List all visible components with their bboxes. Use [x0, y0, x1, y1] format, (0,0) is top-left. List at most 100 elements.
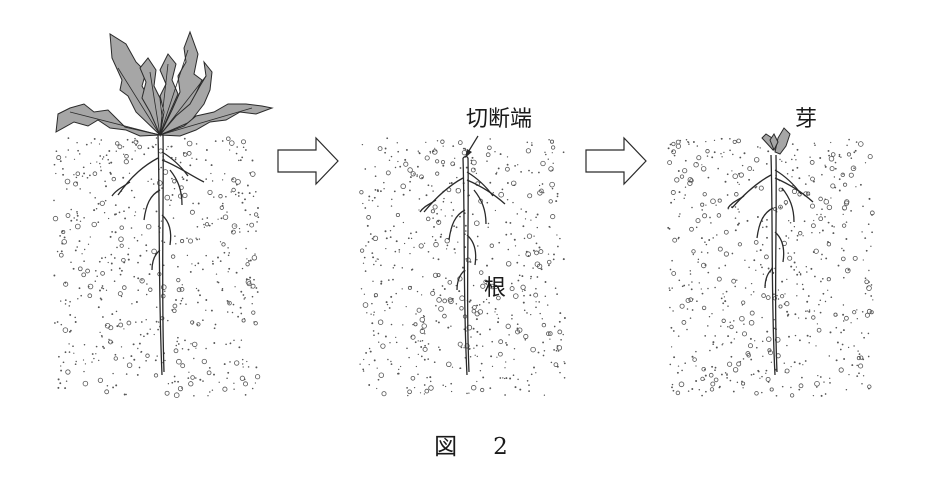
- soil-particle: [476, 330, 479, 333]
- soil-particle: [791, 158, 793, 161]
- soil-particle: [385, 247, 387, 250]
- soil-particle: [104, 389, 110, 395]
- soil-particle: [745, 351, 751, 357]
- soil-particle: [398, 368, 400, 371]
- soil-particle: [791, 188, 798, 194]
- soil-particle: [847, 346, 850, 349]
- soil-particle: [422, 276, 424, 278]
- soil-particle: [449, 182, 451, 185]
- soil-particle: [688, 143, 690, 145]
- soil-particle: [89, 236, 91, 238]
- soil-particle: [251, 387, 254, 390]
- soil-particle: [377, 319, 384, 325]
- soil-particle: [125, 373, 128, 375]
- soil-particle: [700, 237, 703, 240]
- soil-particle: [195, 158, 198, 161]
- soil-particle: [787, 237, 790, 239]
- soil-particle: [786, 344, 788, 347]
- soil-particle: [543, 394, 546, 396]
- leaf-center-left: [139, 57, 163, 137]
- leaf-right-mid: [159, 60, 213, 136]
- soil-particle: [164, 290, 166, 292]
- soil-particle: [475, 344, 478, 347]
- soil-particle: [826, 204, 833, 211]
- soil-particle: [820, 280, 822, 283]
- soil-particle: [738, 222, 740, 225]
- soil-particle: [796, 295, 798, 297]
- soil-particle: [487, 226, 489, 229]
- soil-particle: [521, 275, 524, 278]
- soil-particle: [514, 386, 517, 389]
- soil-particle: [177, 265, 179, 268]
- soil-particle: [692, 141, 695, 143]
- soil-particle: [75, 360, 77, 363]
- soil-particle: [760, 263, 762, 266]
- soil-particle: [234, 225, 236, 227]
- soil-particle: [456, 176, 458, 179]
- soil-particle: [438, 348, 441, 351]
- soil-particle: [793, 252, 796, 254]
- soil-particle: [197, 289, 200, 292]
- soil-particle: [175, 157, 177, 159]
- soil-particle: [452, 145, 455, 147]
- soil-particle: [482, 376, 485, 379]
- soil-particle: [81, 253, 83, 255]
- soil-particle: [539, 188, 544, 194]
- soil-particle: [105, 185, 107, 188]
- soil-particle: [195, 287, 198, 290]
- soil-particle: [850, 322, 852, 324]
- soil-particle: [724, 180, 727, 183]
- soil-particle: [802, 364, 804, 366]
- soil-particle: [526, 312, 528, 314]
- soil-particle: [122, 285, 127, 290]
- soil-particle: [678, 381, 685, 388]
- soil-particle: [452, 209, 455, 211]
- soil-particle: [506, 163, 509, 166]
- soil-particle: [397, 160, 399, 163]
- soil-particle: [175, 299, 177, 301]
- soil-particle: [556, 345, 559, 347]
- soil-particle: [821, 229, 824, 232]
- soil-particle: [756, 146, 759, 148]
- soil-particle: [192, 202, 194, 205]
- soil-particle: [733, 320, 735, 322]
- soil-particle: [228, 267, 231, 270]
- soil-particle: [430, 290, 436, 296]
- soil-particle: [64, 351, 67, 354]
- soil-particle: [691, 388, 694, 390]
- soil-particle: [112, 386, 115, 389]
- soil-particle: [203, 226, 206, 228]
- soil-particle: [416, 290, 419, 293]
- soil-particle: [59, 235, 61, 237]
- soil-particle: [76, 141, 78, 144]
- soil-particle: [790, 229, 793, 232]
- soil-particle: [563, 362, 566, 365]
- soil-particle: [498, 191, 504, 198]
- soil-particle: [762, 355, 764, 358]
- soil-particle: [99, 155, 102, 157]
- soil-particle: [769, 387, 774, 392]
- soil-particle: [721, 156, 723, 158]
- soil-particle: [73, 217, 75, 219]
- soil-particle: [372, 330, 375, 332]
- soil-particle: [486, 286, 489, 288]
- soil-particle: [829, 382, 831, 384]
- soil-particle: [392, 267, 395, 269]
- soil-particle: [254, 382, 257, 384]
- soil-particle: [76, 219, 78, 221]
- soil-particle: [505, 233, 508, 236]
- soil-particle: [687, 141, 689, 143]
- soil-particle: [494, 151, 496, 153]
- soil-particle: [514, 165, 516, 167]
- soil-particle: [777, 289, 780, 291]
- soil-particle: [155, 320, 158, 323]
- soil-particle: [840, 331, 842, 334]
- soil-particle: [370, 313, 372, 315]
- soil-particle: [674, 177, 680, 183]
- soil-particle: [726, 377, 728, 379]
- soil-particle: [104, 199, 107, 202]
- soil-particle: [94, 269, 97, 272]
- soil-particle: [523, 309, 526, 312]
- soil-particle: [543, 192, 545, 194]
- soil-particle: [410, 285, 412, 288]
